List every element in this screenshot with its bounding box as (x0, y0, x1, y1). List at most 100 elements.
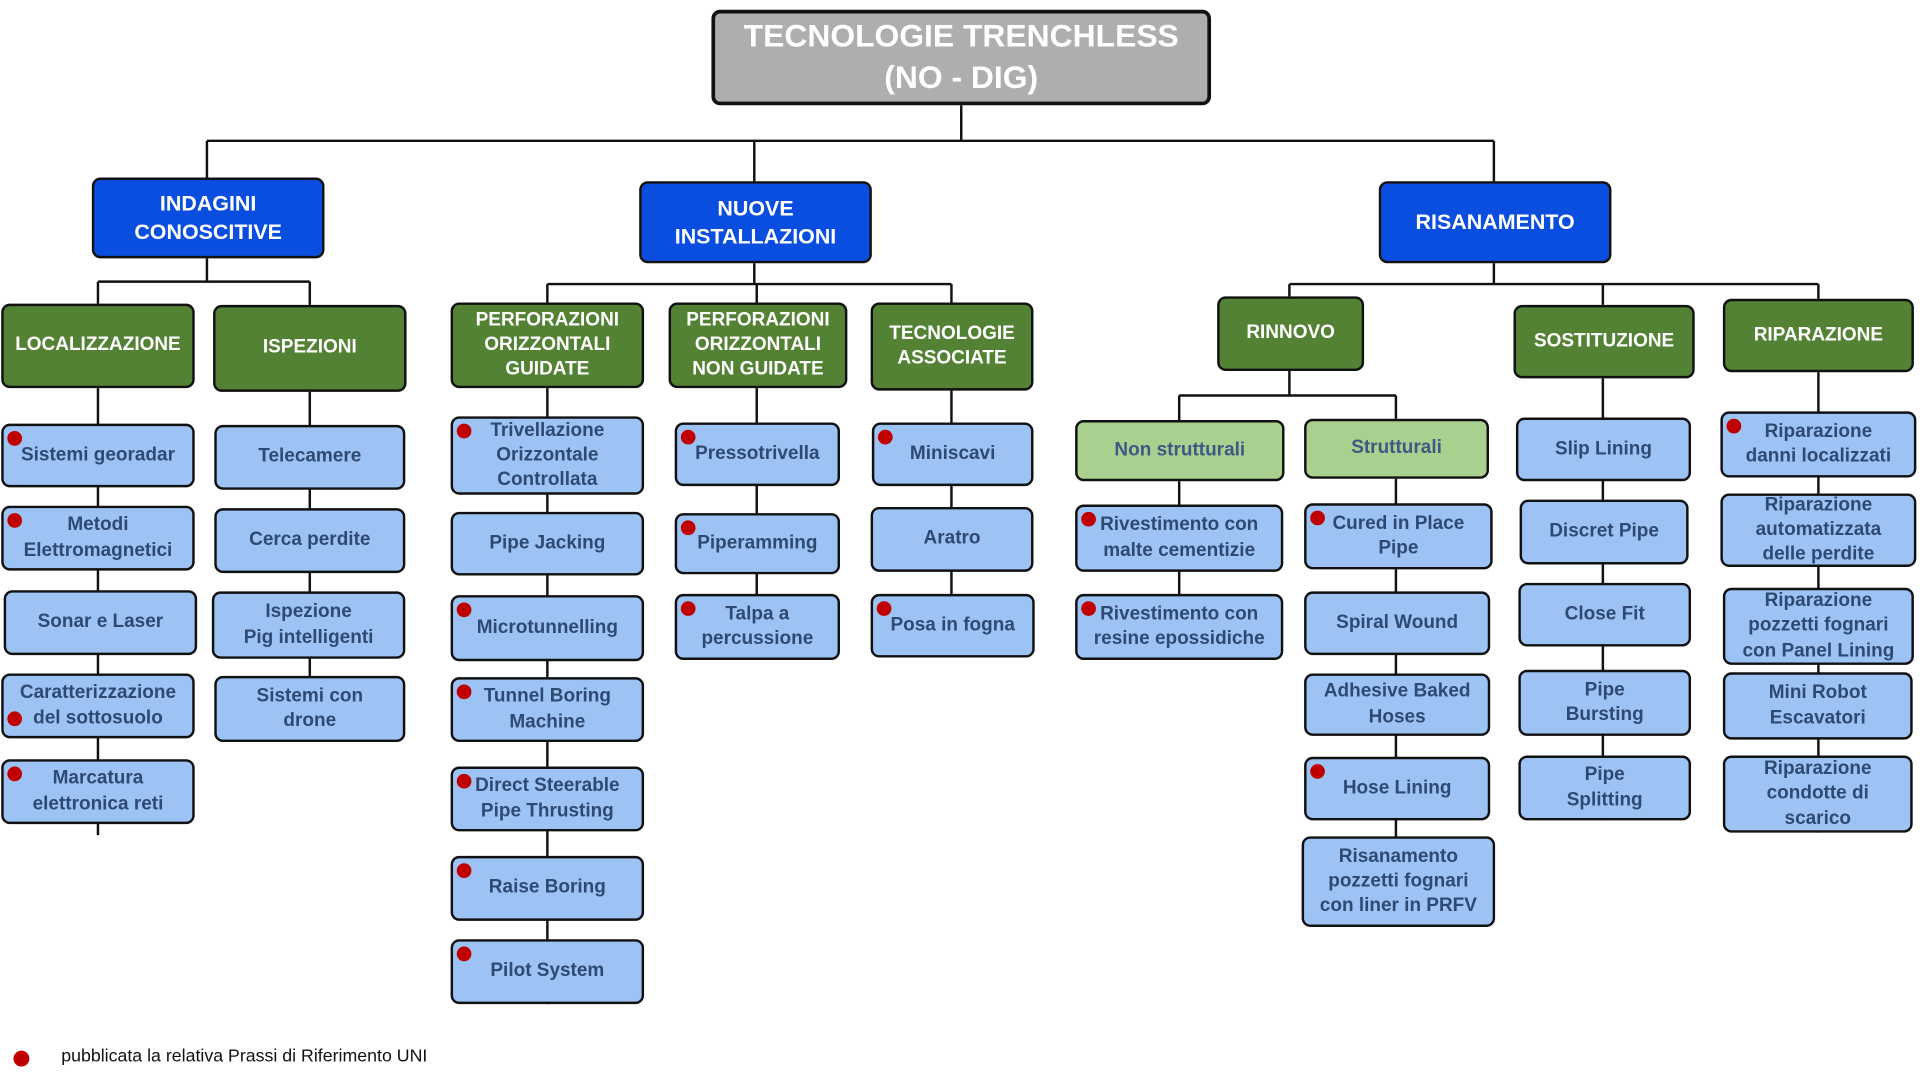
leaf-box: Piperamming (674, 513, 841, 575)
leaf-box: Mini Robot Escavatori (1722, 672, 1913, 740)
leaf-box: Raise Boring (450, 855, 645, 921)
leaf-label: Spiral Wound (1336, 612, 1459, 633)
leaf-box: Ispezione Pig intelligenti (211, 591, 406, 659)
leaf-label: Riparazione danni localizzati (1745, 421, 1892, 467)
leaf-box: Pipe Bursting (1518, 669, 1692, 736)
leaf-label: Pipe Bursting (1565, 679, 1644, 725)
leaf-box: Pipe Jacking (450, 511, 645, 576)
uni-reference-dot (877, 429, 893, 445)
leaf-label: Sistemi georadar (20, 444, 175, 466)
leaf-box: Direct Steerable Pipe Thrusting (450, 766, 645, 832)
sub-sostituzione: SOSTITUZIONE (1513, 304, 1695, 379)
sub-localizzazione: LOCALIZZAZIONE (1, 303, 195, 389)
uni-reference-dot (456, 423, 472, 439)
leaf-box: Riparazione automatizzata delle perdite (1720, 493, 1917, 567)
sub-riparazione: RIPARAZIONE (1722, 298, 1914, 373)
leaf-box: Rivestimento con malte cementizie (1075, 504, 1284, 572)
legend-marker-dot (13, 1050, 30, 1067)
leaf-box: Riparazione condotte di scarico (1722, 755, 1913, 833)
leaf-label: Tunnel Boring Machine (483, 686, 611, 732)
leaf-box: Pilot System (450, 939, 645, 1005)
uni-reference-dot (680, 520, 696, 536)
leaf-box: Riparazione danni localizzati (1720, 411, 1917, 478)
leaf-box: Close Fit (1518, 582, 1692, 647)
leaf-label: Marcatura elettronica reti (32, 768, 164, 814)
uni-reference-dot (7, 711, 23, 727)
leaf-label: Close Fit (1564, 603, 1645, 625)
leaf-box: Marcatura elettronica reti (1, 759, 195, 825)
uni-reference-dot (876, 601, 892, 616)
leaf-label: Caratterizzazione del sottosuolo (19, 682, 177, 728)
leaf-label: Telecamere (258, 446, 362, 468)
uni-reference-dot (456, 684, 472, 700)
leaf-box: Spiral Wound (1304, 591, 1491, 656)
leaf-box: Cured in Place Pipe (1304, 503, 1493, 570)
category-indagini-conoscitive: INDAGINI CONOSCITIVE (91, 177, 325, 259)
leaf-label: Mini Robot Escavatori (1768, 682, 1867, 728)
leaf-label: Sonar e Laser (37, 611, 164, 633)
leaf-label: Pipe Splitting (1566, 764, 1643, 811)
sub-ispezioni: ISPEZIONI (213, 304, 407, 392)
leaf-box: Metodi Elettromagnetici (1, 505, 195, 571)
leaf-box: Telecamere (214, 424, 406, 490)
root-title: TECNOLOGIE TRENCHLESS (NO - DIG) (711, 9, 1212, 106)
leaf-box: Riparazione pozzetti fognari con Panel L… (1722, 587, 1914, 665)
uni-reference-dot (456, 773, 472, 789)
uni-reference-dot (1726, 418, 1742, 434)
sub-rinnovo: RINNOVO (1217, 296, 1365, 372)
leaf-box: Sistemi georadar (1, 423, 195, 488)
leaf-label: Direct Steerable Pipe Thrusting (475, 775, 620, 822)
leaf-box: Talpa a percussione (674, 593, 841, 661)
leaf-label: Talpa a percussione (701, 603, 814, 649)
leaf-label: Discret Pipe (1549, 520, 1659, 542)
leaf-box: Discret Pipe (1519, 499, 1689, 565)
leaf-box: Miniscavi (871, 422, 1034, 487)
leaf-label: Riparazione condotte di scarico (1763, 758, 1872, 829)
uni-reference-dot (1310, 764, 1325, 779)
uni-reference-dot (7, 431, 23, 446)
leaf-box: Sonar e Laser (3, 590, 198, 656)
sub-perforazioni-guidate: PERFORAZIONI ORIZZONTALI GUIDATE (450, 302, 645, 389)
leaf-label: Posa in fogna (890, 614, 1015, 636)
leaf-box: Rivestimento con resine epossidiche (1075, 593, 1284, 661)
leaf-label: Pressotrivella (695, 443, 820, 464)
category-nuove-installazioni: NUOVE INSTALLAZIONI (639, 181, 872, 264)
rinnovo-non-strutturali: Non strutturali (1075, 420, 1285, 482)
leaf-box: Posa in fogna (870, 593, 1035, 658)
uni-reference-dot (1081, 511, 1096, 527)
leaf-box: Pressotrivella (674, 422, 841, 487)
uni-reference-dot (1310, 510, 1325, 526)
leaf-label: Microtunnelling (476, 617, 618, 638)
leaf-label: Trivellazione Orizzontale Controllata (490, 419, 605, 490)
leaf-box: Sistemi con drone (214, 675, 406, 743)
leaf-box: Hose Lining (1304, 756, 1491, 821)
uni-reference-dot (456, 602, 472, 618)
leaf-box: Risanamento pozzetti fognari con liner i… (1301, 836, 1496, 927)
leaf-label: Ispezione Pig intelligenti (243, 601, 374, 648)
leaf-box: Trivellazione Orizzontale Controllata (450, 416, 645, 495)
leaf-box: Caratterizzazione del sottosuolo (1, 673, 195, 739)
leaf-label: Riparazione pozzetti fognari con Panel L… (1742, 590, 1895, 661)
legend-text: pubblicata la relativa Prassi di Riferim… (61, 1046, 428, 1067)
leaf-label: Cerca perdite (249, 529, 371, 551)
leaf-label: Pilot System (490, 960, 605, 982)
leaf-label: Rivestimento con malte cementizie (1100, 514, 1259, 561)
uni-reference-dot (680, 429, 696, 445)
uni-reference-dot (680, 601, 696, 616)
leaf-label: Raise Boring (488, 877, 606, 899)
leaf-box: Pipe Splitting (1518, 755, 1692, 821)
rinnovo-strutturali: Strutturali (1304, 418, 1489, 479)
leaf-label: Piperamming (697, 532, 818, 554)
uni-reference-dot (456, 946, 472, 962)
leaf-box: Aratro (870, 506, 1034, 572)
leaf-label: Aratro (923, 528, 981, 550)
leaf-box: Slip Lining (1515, 417, 1692, 482)
leaf-label: Risanamento pozzetti fognari con liner i… (1319, 845, 1477, 917)
leaf-box: Adhesive Baked Hoses (1304, 673, 1491, 736)
leaf-label: Miniscavi (909, 443, 996, 464)
leaf-label: Slip Lining (1554, 438, 1652, 460)
leaf-label: Pipe Jacking (489, 532, 606, 554)
sub-tecnologie-associate: TECNOLOGIE ASSOCIATE (870, 302, 1034, 391)
uni-reference-dot (7, 766, 23, 782)
